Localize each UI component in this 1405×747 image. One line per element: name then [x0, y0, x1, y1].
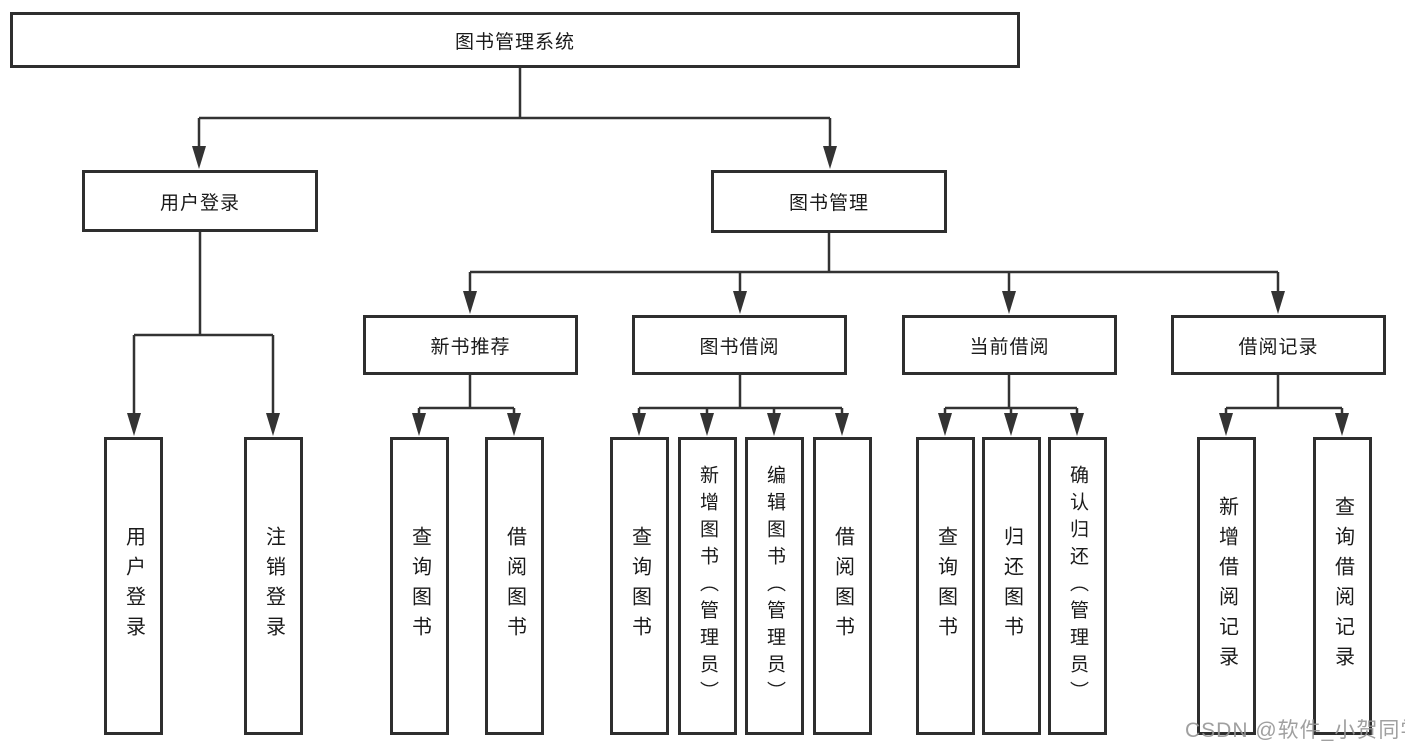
leaf-logout-label: 注销登录 — [262, 526, 285, 646]
leaf-recommend-query-books: 查询图书 — [390, 437, 449, 735]
leaf-user-login: 用户登录 — [104, 437, 163, 735]
csdn-watermark: CSDN @软件_小贺同学 — [1185, 719, 1405, 742]
node-book-borrowing-label: 图书借阅 — [699, 336, 780, 358]
arrowhead-icons — [127, 146, 1349, 436]
leaf-borrowing-borrow-books-label: 借阅图书 — [831, 526, 854, 646]
node-current-borrowing: 当前借阅 — [902, 315, 1117, 375]
leaf-query-borrow-record: 查询借阅记录 — [1313, 437, 1372, 735]
leaf-add-books-admin: 新增图书（管理员） — [678, 437, 737, 735]
leaf-confirm-return-admin: 确认归还（管理员） — [1048, 437, 1107, 735]
node-borrowing-records: 借阅记录 — [1171, 315, 1386, 375]
node-user-login: 用户登录 — [82, 170, 318, 232]
node-new-book-recommend-label: 新书推荐 — [430, 336, 511, 358]
leaf-recommend-borrow-books-label: 借阅图书 — [503, 526, 526, 646]
leaf-logout: 注销登录 — [244, 437, 303, 735]
node-borrowing-records-label: 借阅记录 — [1238, 336, 1319, 358]
leaf-query-borrow-record-label: 查询借阅记录 — [1331, 496, 1354, 676]
leaf-recommend-query-books-label: 查询图书 — [408, 526, 431, 646]
root-node-label: 图书管理系统 — [454, 31, 575, 53]
leaf-current-query-books: 查询图书 — [916, 437, 975, 735]
leaf-add-borrow-record: 新增借阅记录 — [1197, 437, 1256, 735]
node-book-management: 图书管理 — [711, 170, 947, 233]
node-user-login-label: 用户登录 — [159, 192, 240, 214]
root-node-library-system: 图书管理系统 — [10, 12, 1020, 68]
leaf-borrowing-borrow-books: 借阅图书 — [813, 437, 872, 735]
node-book-borrowing: 图书借阅 — [632, 315, 847, 375]
leaf-add-borrow-record-label: 新增借阅记录 — [1215, 496, 1238, 676]
leaf-edit-books-admin-label: 编辑图书（管理员） — [764, 464, 785, 708]
leaf-add-books-admin-label: 新增图书（管理员） — [697, 464, 718, 708]
leaf-borrowing-query-books-label: 查询图书 — [628, 526, 651, 646]
leaf-return-books: 归还图书 — [982, 437, 1041, 735]
node-new-book-recommend: 新书推荐 — [363, 315, 578, 375]
leaf-current-query-books-label: 查询图书 — [934, 526, 957, 646]
node-book-management-label: 图书管理 — [788, 193, 869, 214]
leaf-user-login-label: 用户登录 — [122, 526, 145, 646]
leaf-confirm-return-admin-label: 确认归还（管理员） — [1067, 464, 1088, 708]
leaf-edit-books-admin: 编辑图书（管理员） — [745, 437, 804, 735]
node-current-borrowing-label: 当前借阅 — [969, 336, 1050, 358]
leaf-return-books-label: 归还图书 — [1000, 526, 1023, 646]
leaf-recommend-borrow-books: 借阅图书 — [485, 437, 544, 735]
leaf-borrowing-query-books: 查询图书 — [610, 437, 669, 735]
